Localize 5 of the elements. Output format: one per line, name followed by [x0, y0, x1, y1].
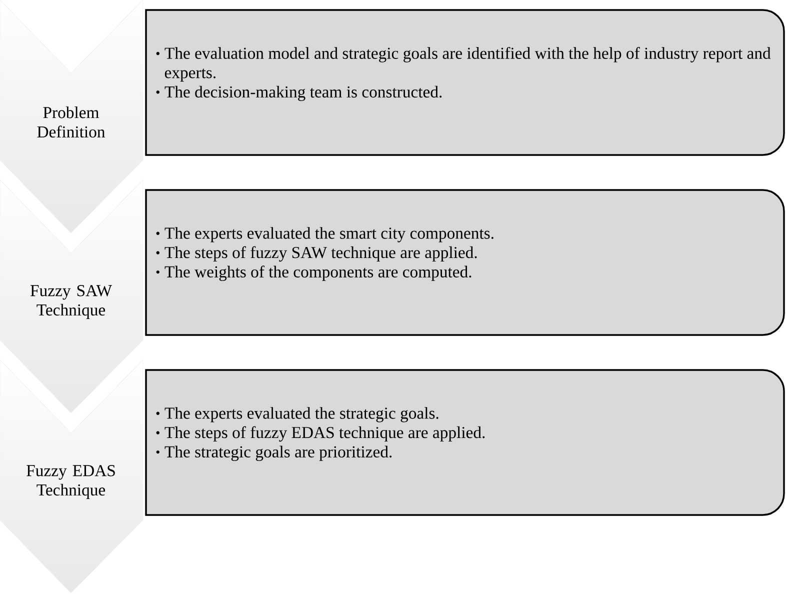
chevron-step: Problem Definition — [0, 0, 144, 234]
text-box: The experts evaluated the strategic goals. The steps of fuzzy EDAS technique are applied. The strategic goals are prioritized. — [145, 369, 785, 516]
text-box: The experts evaluated the smart city components. The steps of fuzzy SAW technique are applied. The weights of the components are computed. — [145, 189, 785, 336]
chevron-step: Fuzzy EDAS Technique — [0, 359, 144, 594]
text-box: The evaluation model and strategic goals are identified with the help of industry report and experts. The decision-making team is constructed. — [145, 9, 785, 156]
